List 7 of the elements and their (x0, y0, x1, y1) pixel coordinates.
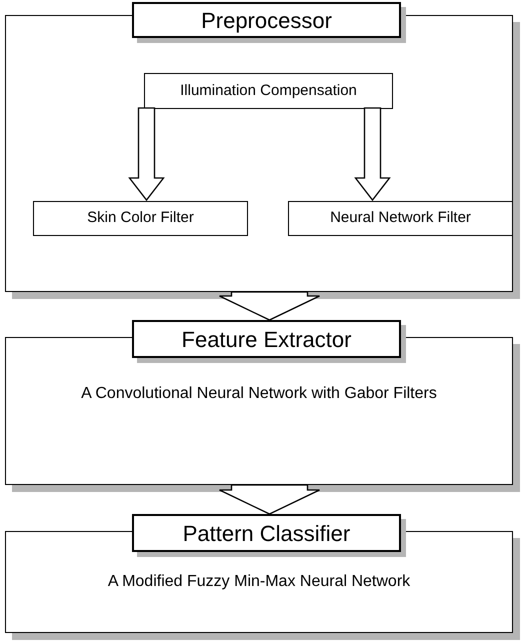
hollow-arrow (218, 484, 320, 515)
hollow-arrow (128, 107, 165, 202)
process-box: Skin Color Filter (33, 201, 248, 236)
process-box: Illumination Compensation (144, 73, 393, 109)
hollow-arrow (218, 291, 320, 321)
hollow-arrow (354, 107, 391, 202)
process-box: Neural Network Filter (288, 201, 513, 236)
